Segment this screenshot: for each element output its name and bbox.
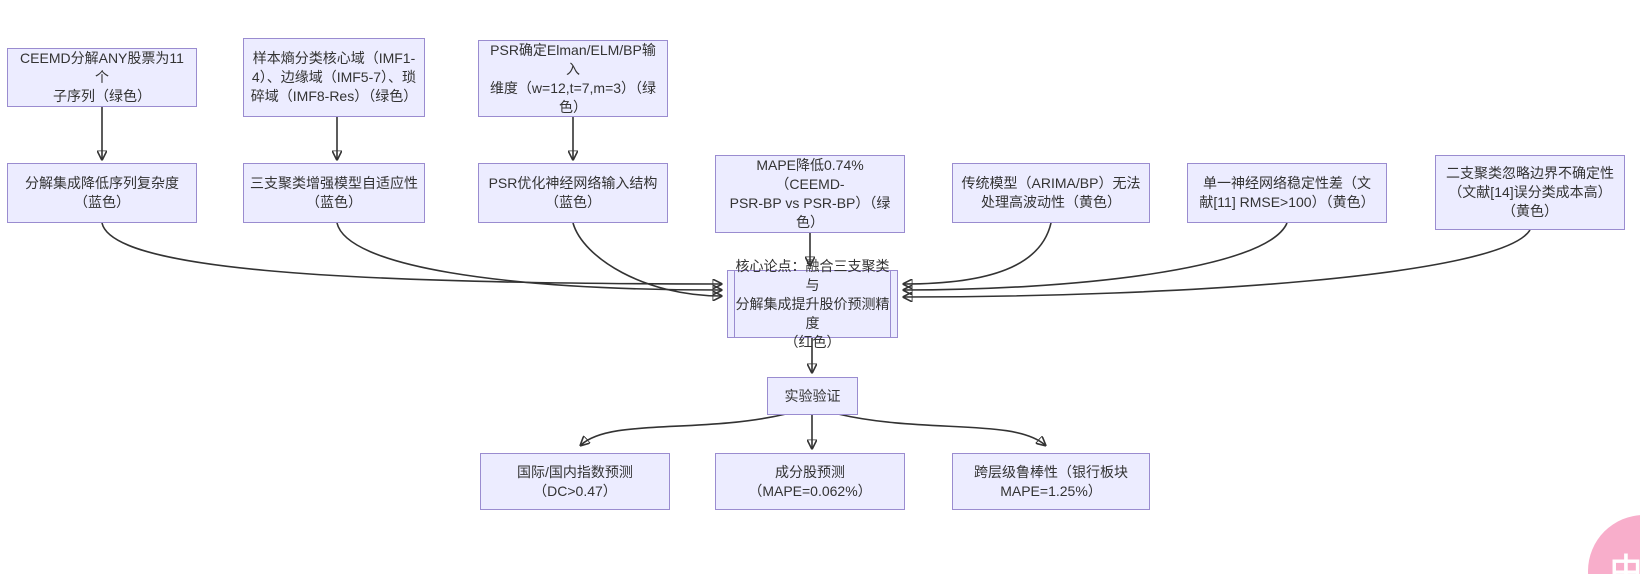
- node-psr-input-dim-label: PSR确定Elman/ELM/BP输入 维度（w=12,t=7,m=3）（绿 色…: [489, 41, 657, 115]
- subroutine-border-left: [734, 271, 735, 337]
- translate-icon: 中A: [1610, 552, 1640, 574]
- edge-singlenn-to-core: [904, 222, 1288, 290]
- node-experiment-validation: 实验验证: [767, 377, 858, 415]
- node-sample-entropy: 样本熵分类核心域（IMF1- 4）、边缘域（IMF5-7）、琐 碎域（IMF8-…: [243, 38, 425, 117]
- edge-threeway-to-core: [336, 222, 721, 290]
- node-ceemd-decompose-label: CEEMD分解ANY股票为11个 子序列（绿色）: [20, 50, 184, 104]
- node-traditional-models-label: 传统模型（ARIMA/BP）无法 处理高波动性（黄色）: [961, 175, 1141, 210]
- node-mape-reduce: MAPE降低0.74%（CEEMD- PSR-BP vs PSR-BP）（绿 色…: [715, 155, 905, 233]
- node-core-thesis: 核心论点：融合三支聚类与 分解集成提升股价预测精度 （红色）: [727, 258, 898, 350]
- node-cross-level-robustness: 跨层级鲁棒性（银行板块 MAPE=1.25%）: [952, 453, 1150, 510]
- node-mape-reduce-label: MAPE降低0.74%（CEEMD- PSR-BP vs PSR-BP）（绿 色…: [729, 157, 891, 230]
- edge-psropt-to-core: [572, 222, 721, 296]
- node-psr-optimize: PSR优化神经网络输入结构 （蓝色）: [478, 163, 668, 223]
- node-two-way-clustering-label: 二支聚类忽略边界不确定性 （文献[14]误分类成本高） （黄色）: [1446, 165, 1614, 219]
- node-psr-optimize-label: PSR优化神经网络输入结构 （蓝色）: [488, 175, 658, 210]
- node-single-nn: 单一神经网络稳定性差（文 献[11] RMSE>100）（黄色）: [1187, 163, 1387, 223]
- edge-experiment-to-index: [581, 413, 787, 445]
- node-stock-prediction: 成分股预测 （MAPE=0.062%）: [715, 453, 905, 510]
- node-two-way-clustering: 二支聚类忽略边界不确定性 （文献[14]误分类成本高） （黄色）: [1435, 155, 1625, 230]
- node-index-prediction-label: 国际/国内指数预测 （DC>0.47）: [517, 463, 633, 499]
- edge-experiment-to-robust: [837, 413, 1045, 445]
- node-traditional-models: 传统模型（ARIMA/BP）无法 处理高波动性（黄色）: [952, 163, 1150, 223]
- node-core-thesis-label: 核心论点：融合三支聚类与 分解集成提升股价预测精度 （红色）: [735, 257, 890, 350]
- edge-twoway-to-core: [904, 229, 1531, 297]
- node-sample-entropy-label: 样本熵分类核心域（IMF1- 4）、边缘域（IMF5-7）、琐 碎域（IMF8-…: [250, 50, 418, 104]
- node-three-way-clustering: 三支聚类增强模型自适应性 （蓝色）: [243, 163, 425, 223]
- translate-button[interactable]: 中A: [1588, 515, 1640, 574]
- edge-decomp-to-core: [101, 222, 721, 284]
- subroutine-border-right: [890, 271, 891, 337]
- node-cross-level-robustness-label: 跨层级鲁棒性（银行板块 MAPE=1.25%）: [974, 463, 1128, 499]
- node-experiment-validation-label: 实验验证: [784, 387, 841, 404]
- node-three-way-clustering-label: 三支聚类增强模型自适应性 （蓝色）: [250, 175, 418, 210]
- node-index-prediction: 国际/国内指数预测 （DC>0.47）: [480, 453, 670, 510]
- node-ceemd-decompose: CEEMD分解ANY股票为11个 子序列（绿色）: [7, 48, 197, 107]
- node-single-nn-label: 单一神经网络稳定性差（文 献[11] RMSE>100）（黄色）: [1199, 175, 1375, 210]
- node-psr-input-dim: PSR确定Elman/ELM/BP输入 维度（w=12,t=7,m=3）（绿 色…: [478, 40, 668, 117]
- node-decomp-ensemble-label: 分解集成降低序列复杂度 （蓝色）: [25, 175, 179, 210]
- node-stock-prediction-label: 成分股预测 （MAPE=0.062%）: [748, 463, 872, 499]
- edge-traditional-to-core: [904, 222, 1052, 284]
- node-decomp-ensemble: 分解集成降低序列复杂度 （蓝色）: [7, 163, 197, 223]
